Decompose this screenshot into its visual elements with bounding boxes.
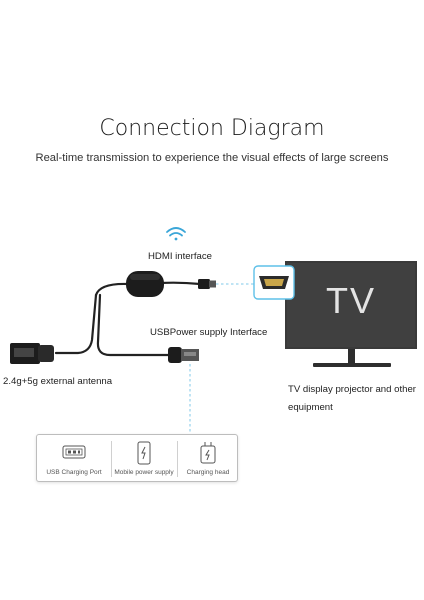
- hdmi-port-highlight: [253, 265, 295, 300]
- power-source-charging-head: Charging head: [177, 435, 239, 483]
- divider: [177, 441, 178, 477]
- tv-illustration: [285, 261, 417, 367]
- power-source-label: USB Charging Port: [46, 469, 102, 476]
- cables: [54, 281, 202, 357]
- hdmi-interface-label: HDMI interface: [148, 251, 212, 262]
- hdmi-plug: [198, 279, 216, 289]
- power-source-power-bank: Mobile power supply: [111, 435, 177, 483]
- power-source-panel: USB Charging Port Mobile power supply Ch…: [36, 434, 238, 482]
- power-source-label: Charging head: [186, 469, 230, 476]
- page-subtitle: Real-time transmission to experience the…: [35, 152, 389, 164]
- antenna-label: 2.4g+5g external antenna: [3, 376, 113, 387]
- usb-power-plug: [168, 347, 199, 363]
- power-source-label: Mobile power supply: [114, 469, 174, 476]
- wireless-dongle: [126, 271, 164, 297]
- power-bank-icon: [136, 441, 152, 470]
- page-title: Connection Diagram: [99, 116, 325, 141]
- charging-head-icon: [199, 441, 217, 470]
- dashed-lines: [189, 283, 254, 432]
- antenna-connector: [10, 343, 54, 364]
- wifi-icon: [166, 227, 186, 241]
- usb-power-label: USBPower supply Interface: [150, 327, 268, 338]
- power-source-usb-port: USB Charging Port: [37, 435, 111, 483]
- tv-caption: TV display projector and other equipment: [288, 384, 416, 413]
- divider: [111, 441, 112, 477]
- usb-port-icon: [61, 441, 87, 468]
- tv-screen-text: TV: [325, 280, 376, 321]
